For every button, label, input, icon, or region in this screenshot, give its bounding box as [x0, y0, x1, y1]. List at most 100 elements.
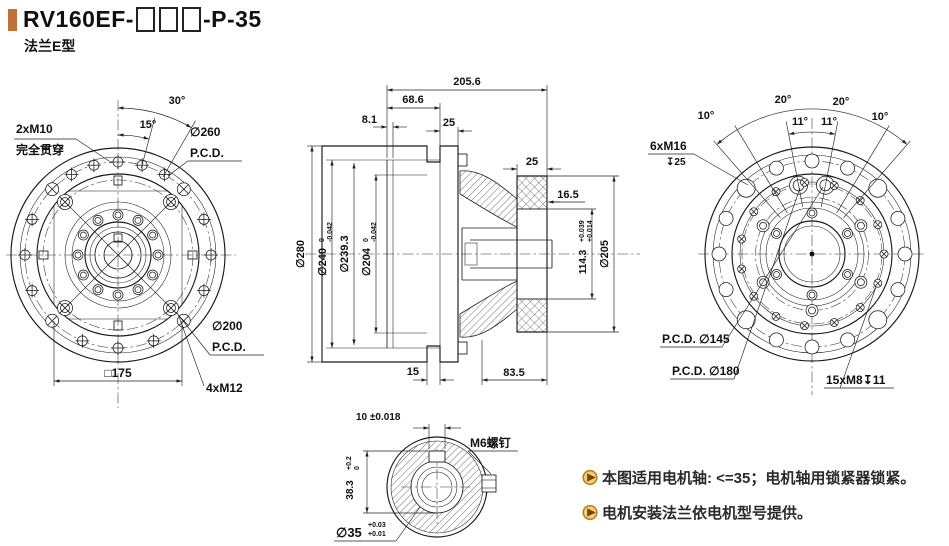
leader-line	[733, 187, 801, 380]
m8-hole	[800, 177, 809, 187]
note-text: 本图适用电机轴: <=35；电机轴用锁紧器锁紧。	[602, 469, 915, 487]
play-arrow-icon	[587, 473, 596, 482]
leader-line	[395, 506, 421, 542]
hub-circle	[89, 226, 147, 284]
m10-callout: 2xM10	[16, 122, 53, 136]
body-face	[731, 173, 893, 335]
hub-hole	[72, 249, 84, 261]
angle-20-left: 20°	[775, 94, 792, 106]
bolt-hole	[718, 282, 734, 298]
body-face	[36, 173, 200, 337]
svg-text:+0.039: +0.039	[579, 220, 586, 242]
m8-hole	[771, 311, 781, 321]
bolt-hole	[768, 160, 784, 176]
section-hatch	[391, 441, 483, 533]
dia240-dim: ∅240 0 -0.042	[317, 222, 334, 276]
dia280-dim: ∅280	[295, 240, 307, 268]
bore1143-dim: 114.3 +0.039 +0.014	[578, 220, 594, 274]
inner-ring	[421, 471, 453, 503]
bolt-hole	[718, 210, 734, 226]
pcd260-dia-label: ∅260	[190, 125, 221, 139]
hole	[842, 269, 853, 280]
bolt-hole	[74, 333, 90, 349]
m8-hole	[829, 181, 839, 190]
bolt-hole	[736, 178, 756, 198]
angle-30-arc	[117, 106, 192, 128]
bolt-hole	[45, 182, 60, 197]
svg-text:+0.014: +0.014	[587, 220, 594, 242]
angle-15-label: 15°	[140, 119, 157, 131]
section-view: 205.6 68.6 8.1 25 25 16.5 ∅280 ∅240	[295, 76, 640, 385]
flange-section	[516, 175, 548, 210]
bolt-hole	[64, 167, 79, 182]
tab	[457, 153, 468, 167]
svg-text:0: 0	[319, 238, 326, 242]
bolt-hole	[768, 332, 784, 348]
center-point	[809, 251, 815, 257]
leader-line	[177, 313, 205, 387]
m12-hole	[163, 300, 179, 316]
dia2393-dim: ∅239.3	[339, 235, 351, 272]
model-digit-box	[181, 7, 201, 32]
svg-text:∅204: ∅204	[361, 247, 373, 276]
pin	[113, 320, 123, 331]
keyway	[428, 450, 446, 463]
m8-hole	[737, 234, 747, 244]
angle-line	[820, 121, 839, 207]
pcd260-pcd-label: P.C.D.	[190, 146, 224, 160]
hub-hole	[112, 289, 124, 301]
m12-hole	[57, 194, 73, 210]
title-accent-bar	[8, 8, 17, 31]
m10-through-callout: 完全贯穿	[16, 142, 64, 157]
pcd200-dia-label: ∅200	[212, 319, 243, 333]
bore-dim: ∅35	[336, 525, 362, 540]
bolt-hole	[711, 246, 727, 262]
dia204-dim: ∅204 0 -0.042	[361, 222, 378, 276]
bolt-hole	[804, 339, 820, 355]
model-prefix: RV160EF-	[23, 6, 134, 32]
model-digit-box	[158, 7, 178, 32]
center-ring	[783, 225, 841, 283]
bolt-hole	[146, 333, 162, 349]
pin	[38, 250, 49, 260]
flange-section	[516, 298, 548, 333]
m16-depth: ↧25	[666, 157, 686, 168]
m8-hole	[829, 318, 839, 327]
m8-callout: 15xM8↧11	[826, 373, 886, 387]
pcd200-pcd-label: P.C.D.	[212, 340, 246, 354]
bell-cone	[459, 280, 518, 338]
m12-hole	[57, 300, 73, 316]
bolt-hole	[86, 157, 102, 173]
m12-hole	[163, 194, 179, 210]
bolt-hole	[890, 210, 906, 226]
model-digit-box	[135, 7, 155, 32]
m8-hole	[879, 249, 889, 259]
svg-text:∅205: ∅205	[599, 240, 611, 268]
angle-outer-arc	[716, 108, 908, 145]
pin	[113, 175, 123, 186]
m8-hole	[873, 220, 883, 230]
m8-hole	[800, 321, 809, 331]
bolt-hole	[196, 211, 212, 227]
angle-11-right: 11°	[821, 116, 837, 128]
bolt-hole	[196, 283, 212, 299]
keyway	[113, 233, 123, 243]
svg-text:-0.042: -0.042	[327, 222, 334, 242]
angle-20-right: 20°	[833, 96, 850, 108]
leader-line	[75, 138, 113, 164]
angle-15-arc	[117, 133, 150, 140]
dim-686: 68.6	[402, 94, 423, 106]
svg-text:∅240: ∅240	[317, 248, 329, 276]
bolt-hole	[176, 182, 191, 197]
key-width-dim: 10 ±0.018	[356, 412, 401, 423]
case-outline	[704, 146, 920, 362]
dim-81: 8.1	[362, 114, 377, 126]
svg-text:+0.2: +0.2	[346, 456, 353, 470]
hub-circle	[94, 231, 142, 279]
bolt-hole	[45, 313, 60, 328]
front-view: 15° 30° 2xM10 完全贯穿 ∅260 P.C.D. ∅200 P.C.…	[6, 95, 264, 408]
pin	[187, 250, 198, 260]
construction-line	[60, 197, 176, 313]
inner-ring	[416, 466, 458, 508]
tab	[457, 341, 468, 355]
